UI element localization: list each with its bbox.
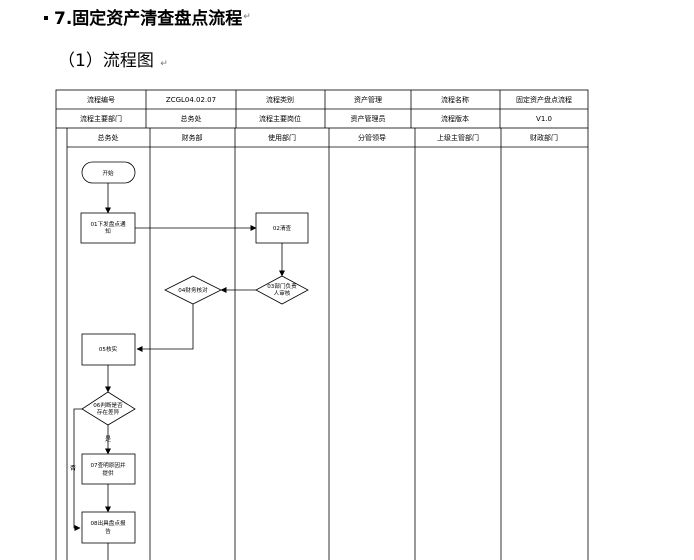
info-label-process-code: 流程编号 <box>87 95 115 104</box>
section-title: 7.固定资产清查盘点流程 <box>54 9 243 29</box>
node-03-label-line2: 人审核 <box>274 289 291 297</box>
info-label-process-name: 流程名称 <box>441 95 469 104</box>
node-start <box>81 161 136 184</box>
lane-header-general-affairs: 总务处 <box>98 133 119 142</box>
node-01-label-line2: 知 <box>105 227 111 235</box>
paragraph-mark-icon: ↵ <box>243 11 251 22</box>
node-03 <box>255 275 309 305</box>
edge-06-to-08-no <box>73 408 82 531</box>
lane-header-using-department: 使用部门 <box>268 133 296 142</box>
node-06-label-line1: 06判断是否 <box>93 401 123 409</box>
info-label-main-department: 流程主要部门 <box>80 114 122 123</box>
node-04 <box>164 275 222 305</box>
info-label-process-category: 流程类别 <box>266 95 294 104</box>
node-06 <box>81 391 136 426</box>
node-07-label-line1: 07查明原因并 <box>90 461 125 469</box>
lane-header-finance: 财务部 <box>182 133 203 142</box>
info-value-process-code: ZCGL04.02.07 <box>166 96 216 104</box>
node-08-label-line1: 08出具盘点报 <box>90 519 125 527</box>
subsection-heading: （1）流程图 ↵ <box>58 46 168 71</box>
edge-04-to-05 <box>136 304 194 352</box>
section-heading: 7.固定资产清查盘点流程 ↵ <box>44 4 251 29</box>
lane-header-superior-department: 上级主管部门 <box>437 133 479 142</box>
bullet-icon <box>44 15 48 20</box>
process-info-table <box>55 89 589 129</box>
subsection-title: （1）流程图 <box>58 51 154 71</box>
info-value-main-department: 总务处 <box>181 114 202 123</box>
swimlane-grid <box>55 128 589 560</box>
info-value-version: V1.0 <box>536 115 552 123</box>
node-04-label: 04财务核对 <box>178 286 208 294</box>
node-07 <box>81 453 136 485</box>
lane-header-finance-bureau: 财政部门 <box>530 133 558 142</box>
node-05-label: 05核实 <box>99 345 118 353</box>
node-03-label-line1: 03部门负责 <box>267 282 297 290</box>
node-02-label: 02清查 <box>273 224 292 232</box>
lane-header-leader-in-charge: 分管领导 <box>358 133 386 142</box>
node-06-label-line2: 存在差异 <box>97 408 120 416</box>
info-value-process-category: 资产管理 <box>354 95 382 104</box>
info-label-version: 流程版本 <box>441 114 469 123</box>
info-label-main-position: 流程主要岗位 <box>259 114 301 123</box>
paragraph-mark-icon: ↵ <box>160 59 168 69</box>
info-value-process-name: 固定资产盘点流程 <box>516 95 572 104</box>
edge-label-no: 否 <box>70 465 76 472</box>
node-07-label-line2: 提供 <box>102 469 114 477</box>
node-01-label-line1: 01下发盘点通 <box>90 220 125 228</box>
node-08-label-line2: 告 <box>105 527 111 535</box>
node-02 <box>255 212 309 244</box>
node-start-label: 开始 <box>102 169 114 177</box>
node-08 <box>81 511 136 544</box>
node-01 <box>80 212 136 244</box>
node-05 <box>81 333 136 366</box>
edge-label-yes: 是 <box>105 436 111 443</box>
info-value-main-position: 资产管理员 <box>351 114 386 123</box>
